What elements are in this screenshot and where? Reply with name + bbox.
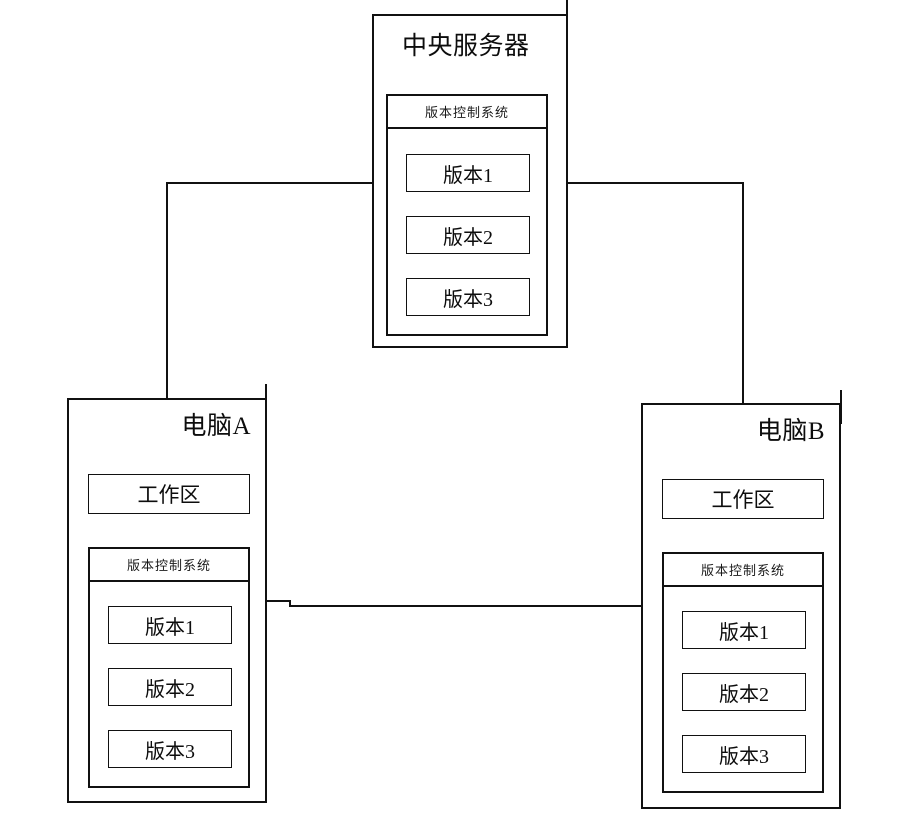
- server-vcs-header: 版本控制系统: [388, 96, 546, 129]
- computer-b-vcs-header: 版本控制系统: [664, 554, 822, 587]
- server-version-1[interactable]: 版本1: [406, 154, 530, 192]
- server-version-3[interactable]: 版本3: [406, 278, 530, 316]
- computer-a-workspace[interactable]: 工作区: [88, 474, 250, 514]
- computer-b-version-3[interactable]: 版本3: [682, 735, 806, 773]
- computer-b-version-1[interactable]: 版本1: [682, 611, 806, 649]
- wire-server-to-b-vertical: [742, 182, 744, 404]
- central-server-title: 中央服务器: [402, 33, 530, 60]
- server-version-2[interactable]: 版本2: [406, 216, 530, 254]
- computer-b-workspace[interactable]: 工作区: [662, 479, 824, 519]
- computer-a-version-1[interactable]: 版本1: [108, 606, 232, 644]
- wire-server-to-a-horizontal: [166, 182, 374, 184]
- wire-server-to-a-vertical: [166, 182, 168, 400]
- computer-b-title: 电脑B: [756, 418, 825, 445]
- computer-a-version-3[interactable]: 版本3: [108, 730, 232, 768]
- wire-server-to-b-horizontal: [565, 182, 744, 184]
- node-computer-a[interactable]: 电脑A 工作区 版本控制系统 版本1 版本2 版本3: [67, 398, 267, 803]
- computer-a-version-2[interactable]: 版本2: [108, 668, 232, 706]
- wire-a-to-b-jog: [289, 600, 291, 607]
- wire-a-to-b-stub: [267, 600, 291, 602]
- server-vcs-container[interactable]: 版本控制系统 版本1 版本2 版本3: [386, 94, 548, 336]
- node-central-server[interactable]: 中央服务器 版本控制系统 版本1 版本2 版本3: [372, 14, 568, 348]
- computer-a-vcs-header: 版本控制系统: [90, 549, 248, 582]
- wire-stub-b-top: [840, 390, 842, 424]
- computer-a-vcs-container[interactable]: 版本控制系统 版本1 版本2 版本3: [88, 547, 250, 788]
- node-computer-b[interactable]: 电脑B 工作区 版本控制系统 版本1 版本2 版本3: [641, 403, 841, 809]
- computer-b-version-2[interactable]: 版本2: [682, 673, 806, 711]
- computer-b-vcs-container[interactable]: 版本控制系统 版本1 版本2 版本3: [662, 552, 824, 793]
- wire-a-to-b-horizontal: [289, 605, 643, 607]
- computer-a-title: 电脑A: [181, 413, 251, 440]
